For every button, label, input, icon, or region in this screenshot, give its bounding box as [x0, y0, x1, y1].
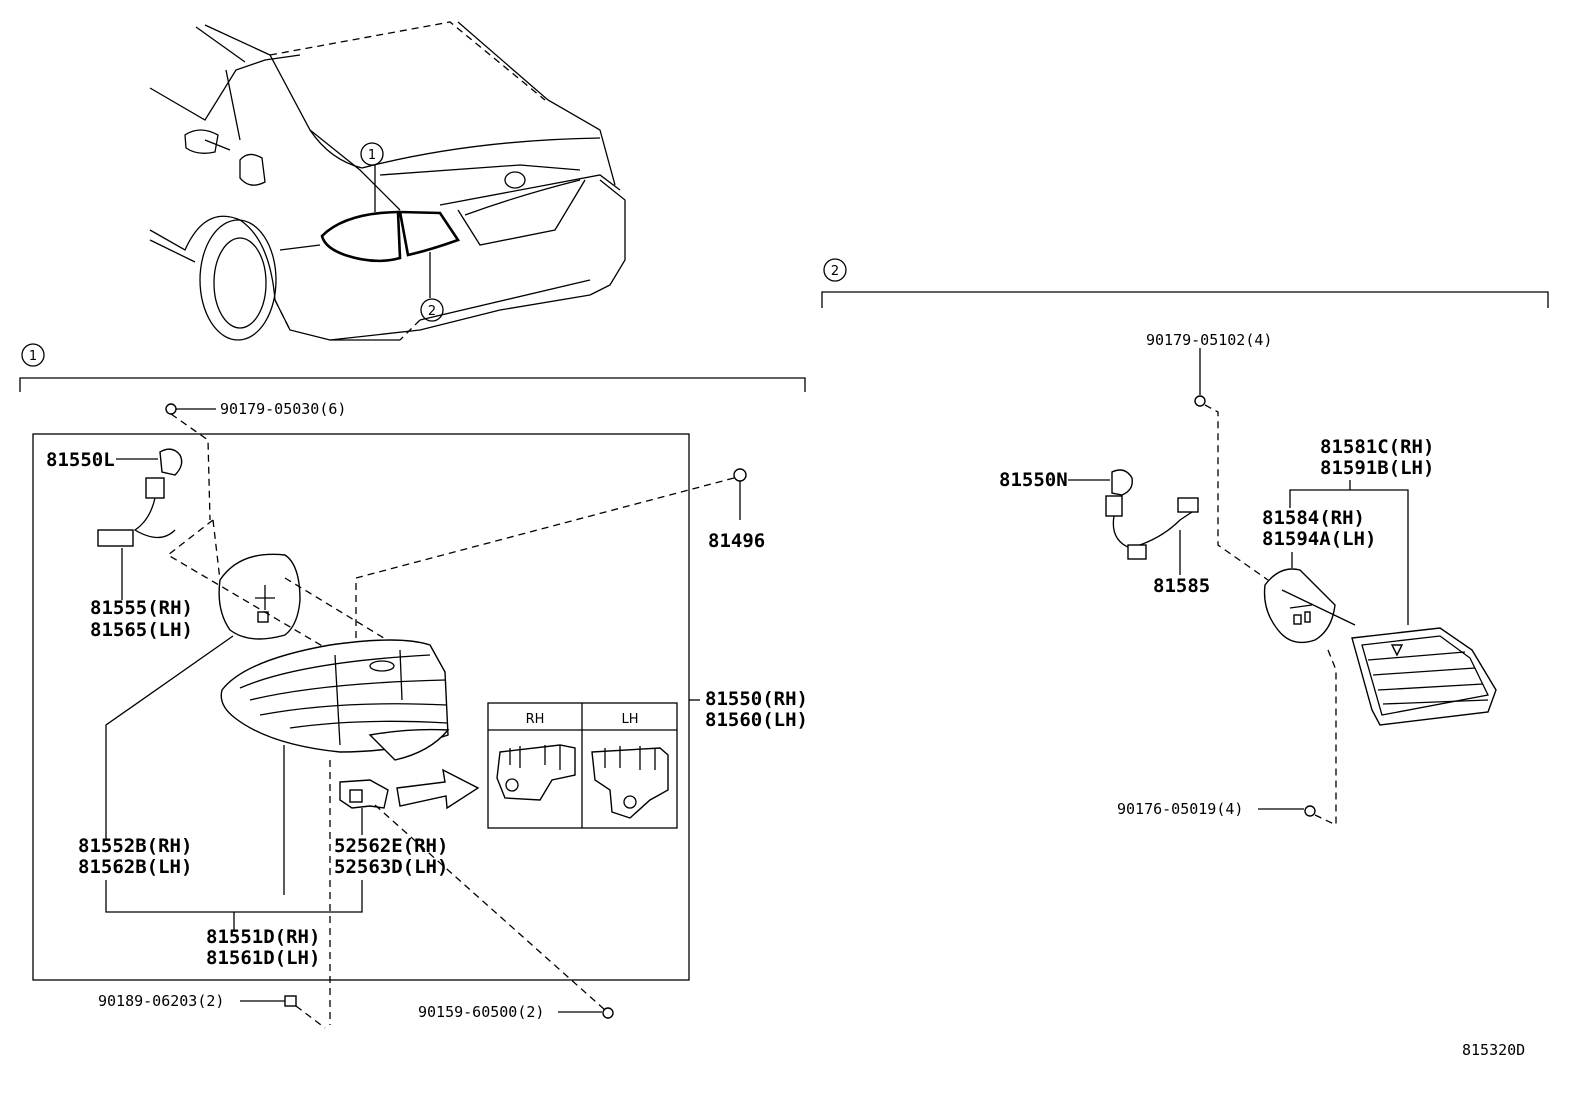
part-label: 90176-05019(4)	[1117, 800, 1243, 818]
part-label: 81550N	[999, 469, 1068, 491]
part-label: 81551D(RH)	[206, 926, 320, 948]
section-1-frame	[32, 433, 690, 981]
callout-number: 1	[29, 349, 37, 364]
clip-90189-06203	[240, 995, 326, 1029]
section-2-callout: 2	[821, 258, 1549, 308]
socket-cover-81584	[1263, 568, 1356, 644]
part-label: 81565(LH)	[90, 619, 193, 641]
part-label: 52562E(RH)	[334, 835, 448, 857]
screw-90159-60500	[558, 1007, 614, 1019]
part-label: 81560(LH)	[705, 709, 808, 731]
part-label: 90179-05102(4)	[1146, 331, 1272, 349]
part-label: 81555(RH)	[90, 597, 193, 619]
bulb-socket-81550L	[97, 448, 183, 600]
part-label: 81581C(RH)	[1320, 436, 1434, 458]
callout-number: 2	[831, 264, 839, 279]
socket-panel	[105, 553, 301, 840]
part-label: 81585	[1153, 575, 1210, 597]
car-rear-illustration	[149, 21, 626, 341]
part-label: 90179-05030(6)	[220, 400, 346, 418]
inset-label-lh: LH	[621, 712, 638, 727]
inset-label-rh: RH	[526, 712, 545, 727]
rh-lh-inset	[487, 702, 678, 829]
part-label: 81552B(RH)	[78, 835, 192, 857]
part-label: 90189-06203(2)	[98, 992, 224, 1010]
leader-81551D	[105, 880, 363, 913]
inner-lamp-81581C	[1327, 627, 1497, 825]
screw-90176-05019	[1258, 805, 1337, 826]
part-label: 81561D(LH)	[206, 947, 320, 969]
callout-2-top: 2	[420, 298, 444, 322]
part-label: 81550L	[46, 449, 115, 471]
callout-number: 1	[368, 148, 376, 163]
part-label: 90159-60500(2)	[418, 1003, 544, 1021]
part-label: 81584(RH)	[1262, 507, 1365, 529]
leader-81581C	[1289, 489, 1409, 625]
diagram-code: 815320D	[1462, 1041, 1525, 1059]
section-1-callout: 1	[19, 343, 806, 392]
part-label: 81550(RH)	[705, 688, 808, 710]
screw-90179-05102	[1194, 348, 1269, 581]
bracket-52562E	[329, 760, 606, 1025]
clip-81496	[355, 468, 747, 645]
callout-number: 2	[428, 304, 436, 319]
part-label: 52563D(LH)	[334, 856, 448, 878]
arrow-icon	[396, 768, 480, 810]
part-label: 81591B(LH)	[1320, 457, 1434, 479]
bulb-harness-81550N	[1068, 469, 1199, 575]
tail-lamp-81550	[220, 639, 450, 895]
part-label: 81496	[708, 530, 765, 552]
part-label: 81594A(LH)	[1262, 528, 1376, 550]
part-label: 81562B(LH)	[78, 856, 192, 878]
callout-1-top: 1	[360, 142, 384, 166]
screw-90179-05030	[165, 403, 216, 521]
